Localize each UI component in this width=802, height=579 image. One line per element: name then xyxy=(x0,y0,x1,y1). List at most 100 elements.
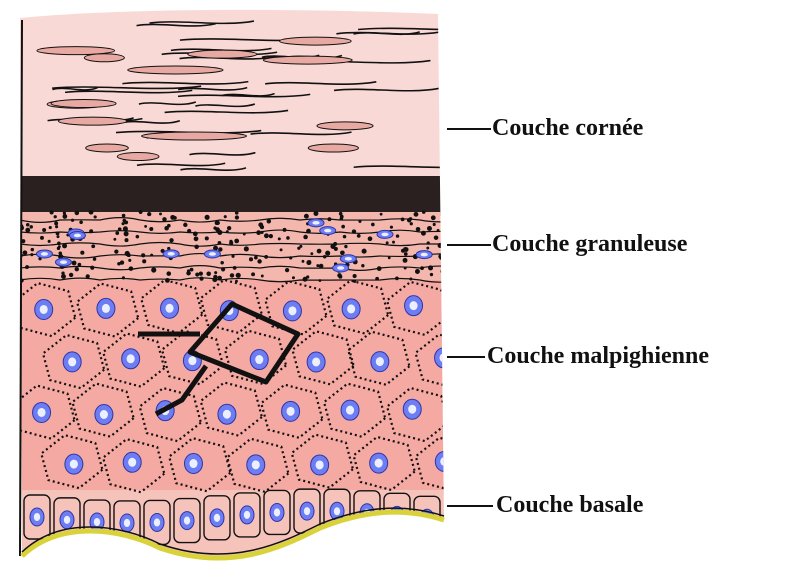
granule xyxy=(236,273,241,278)
nucleolus xyxy=(255,355,263,364)
keratin-streak xyxy=(317,122,373,130)
granule xyxy=(403,258,408,263)
nucleolus xyxy=(209,252,216,256)
granule xyxy=(302,260,305,263)
nucleolus xyxy=(223,410,231,419)
granule xyxy=(220,261,223,264)
granule xyxy=(261,275,264,278)
nucleolus xyxy=(34,513,40,521)
granule xyxy=(337,273,342,278)
granule xyxy=(343,235,347,239)
nucleolus xyxy=(64,516,70,524)
nucleolus xyxy=(154,518,160,526)
nucleolus xyxy=(100,410,108,419)
nucleolus xyxy=(421,253,428,257)
granule xyxy=(310,252,313,255)
keratin-streak xyxy=(128,66,223,74)
granule xyxy=(415,269,420,274)
granule xyxy=(357,234,361,238)
granule xyxy=(213,226,216,229)
granule xyxy=(166,271,171,276)
granule xyxy=(206,272,211,277)
granule xyxy=(30,225,33,228)
label-couche-cornee: Couche cornée xyxy=(492,114,643,142)
nucleolus xyxy=(324,229,331,233)
leader-cornee xyxy=(447,128,491,130)
granule-band xyxy=(0,176,450,216)
granule xyxy=(430,273,433,276)
granule xyxy=(341,225,345,229)
keratin-streak xyxy=(280,37,352,45)
keratin-streak xyxy=(117,153,159,161)
nucleolus xyxy=(381,233,388,237)
granule xyxy=(386,241,389,244)
granule xyxy=(234,239,239,244)
keratin-streak xyxy=(58,117,126,125)
nucleolus xyxy=(188,356,196,365)
nucleolus xyxy=(189,459,197,468)
granule xyxy=(251,272,255,276)
granule xyxy=(325,251,330,256)
granule xyxy=(75,211,80,216)
granule xyxy=(440,269,445,274)
granule xyxy=(114,249,118,253)
granule xyxy=(233,266,237,270)
granule xyxy=(410,222,413,225)
nucleolus xyxy=(70,460,78,469)
granule xyxy=(125,238,129,242)
nucleolus xyxy=(124,519,130,527)
granule xyxy=(368,236,373,241)
leader-basale xyxy=(447,505,493,507)
nucleolus xyxy=(127,354,135,363)
granule xyxy=(339,212,343,216)
keratin-streak xyxy=(86,144,129,152)
granule xyxy=(257,259,261,263)
granule xyxy=(254,256,258,260)
granule xyxy=(443,212,446,215)
granule xyxy=(149,227,153,231)
granule xyxy=(292,276,295,279)
granule xyxy=(56,235,59,238)
granule xyxy=(224,215,227,218)
granule xyxy=(205,236,209,240)
granule xyxy=(258,222,263,227)
granule xyxy=(72,261,77,266)
nucleolus xyxy=(408,405,416,414)
nucleolus xyxy=(166,304,174,313)
label-couche-basale: Couche basale xyxy=(496,491,643,519)
nucleolus xyxy=(274,508,280,516)
granule xyxy=(214,271,217,274)
granule xyxy=(147,212,151,216)
granule xyxy=(264,233,269,238)
granule xyxy=(162,217,166,221)
granule xyxy=(141,253,145,257)
granule xyxy=(303,235,308,240)
granule xyxy=(404,247,409,252)
granule xyxy=(313,211,318,216)
granule xyxy=(396,234,399,237)
granule xyxy=(159,212,162,215)
granule xyxy=(94,215,97,218)
label-couche-malpighienne: Couche malpighienne xyxy=(487,342,709,370)
granule xyxy=(93,257,97,261)
granule xyxy=(26,223,30,227)
nucleolus xyxy=(375,459,383,468)
granule xyxy=(340,250,345,255)
granule xyxy=(414,212,419,217)
granule xyxy=(54,215,57,218)
granule xyxy=(306,275,309,278)
nucleolus xyxy=(128,458,136,467)
nucleolus xyxy=(337,266,344,270)
granule xyxy=(392,241,395,244)
granule xyxy=(380,213,383,216)
granule xyxy=(194,236,199,241)
granule xyxy=(62,214,67,219)
granule xyxy=(190,268,194,272)
nucleolus xyxy=(40,305,48,314)
nucleolus xyxy=(304,507,310,515)
granule xyxy=(404,252,408,256)
nucleolus xyxy=(68,357,76,366)
nucleolus xyxy=(168,252,175,256)
granule xyxy=(40,236,44,240)
granule xyxy=(278,237,281,240)
